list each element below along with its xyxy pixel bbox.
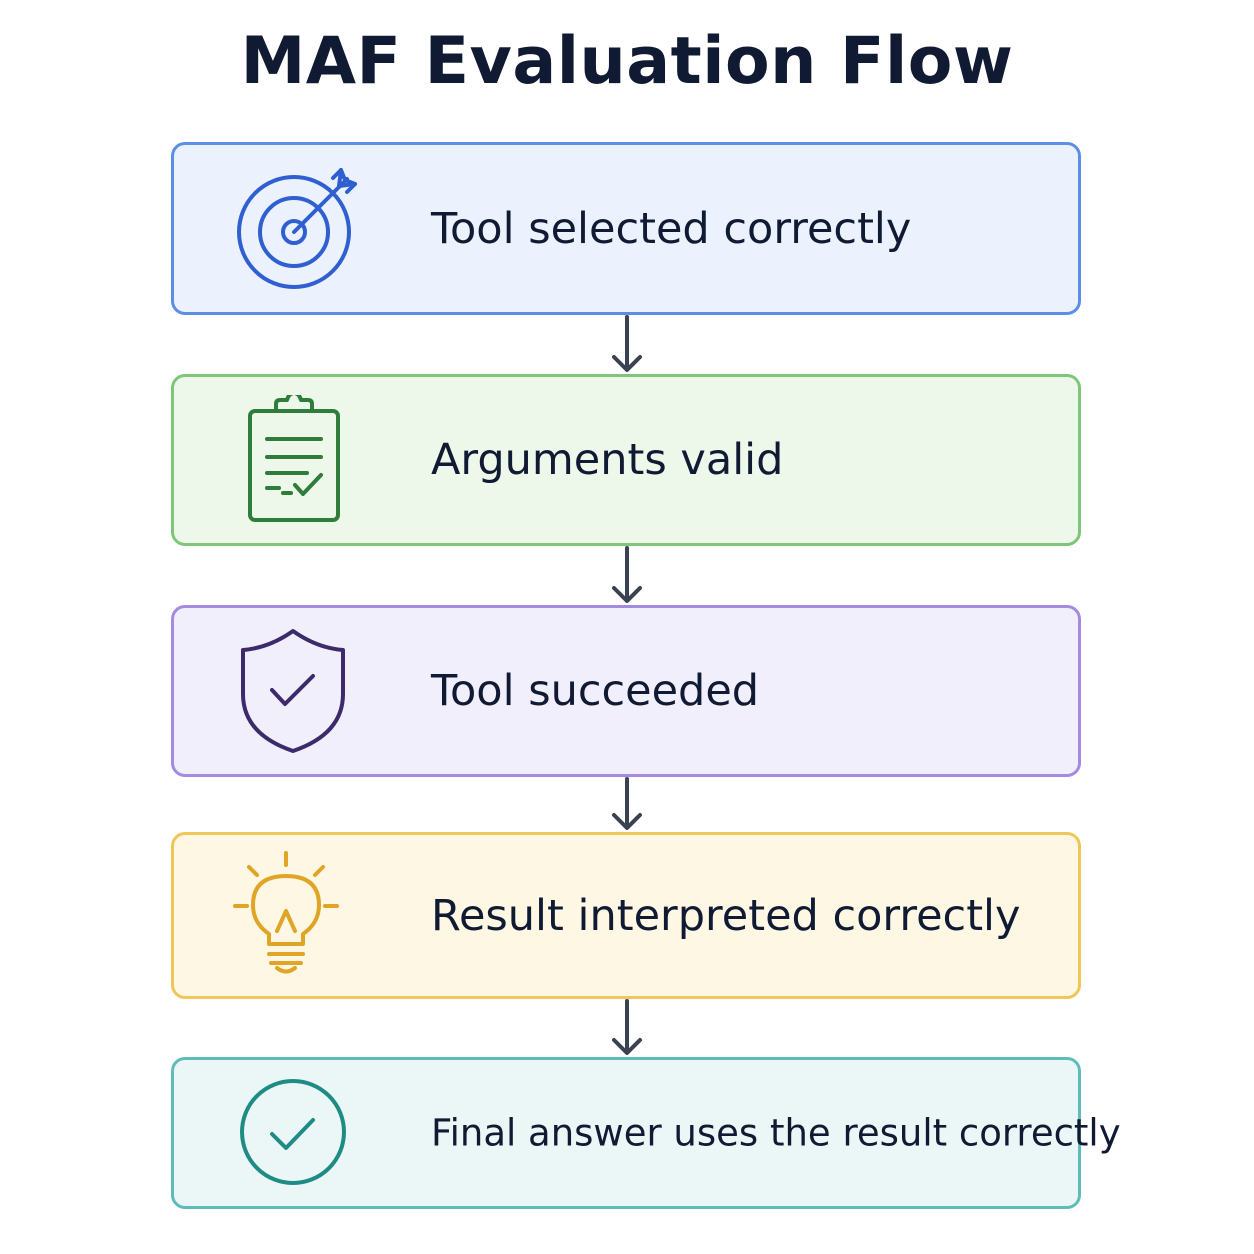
- step-label: Tool succeeded: [431, 666, 760, 716]
- step-label: Arguments valid: [431, 435, 784, 485]
- flow-arrow: [609, 546, 645, 605]
- target-icon: [229, 164, 359, 294]
- step-tool-succeeded: Tool succeeded: [171, 605, 1081, 777]
- step-final-answer: Final answer uses the result correctly: [171, 1057, 1121, 1209]
- diagram-title: MAF Evaluation Flow: [240, 24, 1014, 99]
- step-label: Tool selected correctly: [431, 203, 912, 254]
- shield-check-icon: [229, 626, 359, 756]
- flow-arrow: [609, 315, 645, 374]
- flow-arrow: [609, 777, 645, 832]
- step-result-interpreted: Result interpreted correctly: [171, 832, 1081, 999]
- flow-arrow: [609, 999, 645, 1057]
- lightbulb-icon: [229, 850, 359, 981]
- step-label: Result interpreted correctly: [431, 890, 1021, 941]
- step-tool-selected: Tool selected correctly: [171, 142, 1081, 315]
- step-arguments-valid: Arguments valid: [171, 374, 1081, 546]
- clipboard-check-icon: [229, 395, 359, 525]
- check-circle-icon: [229, 1068, 359, 1198]
- step-label: Final answer uses the result correctly: [431, 1111, 1121, 1155]
